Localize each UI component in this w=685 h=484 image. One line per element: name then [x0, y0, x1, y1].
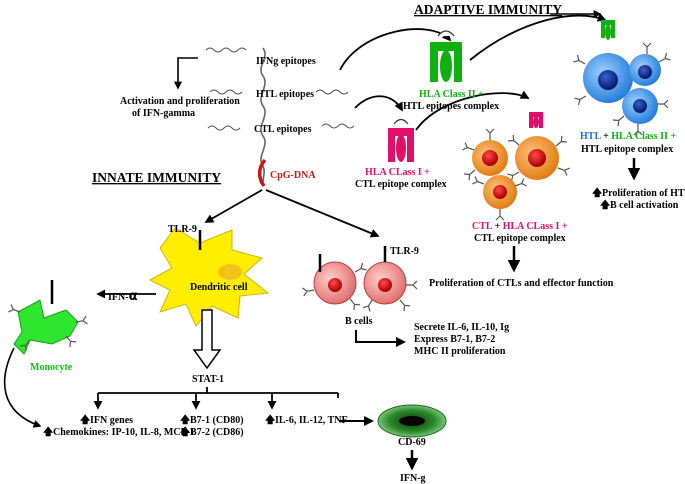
- ctl-bound-hla-icon: [529, 112, 543, 128]
- htl-cell: [612, 88, 669, 136]
- svg-text:HTL + HLA Class II +: HTL + HLA Class II +: [580, 131, 676, 142]
- ifn-alpha-prefix: IFN-: [108, 292, 129, 303]
- ifng-peptide-squiggle-icon: [205, 47, 247, 53]
- ctl-epitopes-label: CTL epitopes: [254, 124, 312, 135]
- bcell-output-3: MHC II proliferation: [414, 346, 506, 357]
- ctl-line1-hla: HLA CLass I +: [503, 221, 568, 232]
- htl-line1-plus: +: [601, 131, 612, 142]
- ifn-gamma-line2: of IFN-gamma: [132, 108, 195, 119]
- up-arrow-icon: 🡅: [600, 199, 611, 211]
- dendritic-cell-label: Dendritic cell: [190, 282, 248, 293]
- htl-peptide-squiggle-icon: [209, 89, 243, 95]
- ifng-label: IFN-g: [400, 473, 426, 484]
- up-arrow-icon: 🡅: [43, 426, 54, 438]
- monocyte-icon: [7, 280, 89, 355]
- stat1-label: STAT-1: [192, 374, 224, 385]
- monocyte-to-outputs-arrow: [3, 347, 42, 428]
- hla-class-ii-complex-icon: [430, 30, 462, 82]
- innate-immunity-heading: INNATE IMMUNITY: [92, 170, 221, 185]
- stat1-hollow-arrow: [192, 309, 222, 370]
- htl-line2: HTL epitope complex: [581, 144, 673, 155]
- b7-1-label: B7-1 (CD80): [190, 415, 244, 426]
- htl-cell-cluster: [572, 20, 672, 136]
- monocyte-label: Monocyte: [30, 362, 73, 373]
- up-arrow-icon: 🡅: [265, 414, 276, 426]
- htl-bound-hla-icon: [601, 20, 615, 40]
- htl-result-2: B cell activation: [610, 200, 679, 211]
- htl-cell: [629, 42, 672, 86]
- bcell-output-2: Express B7-1, B7-2: [414, 334, 495, 345]
- adaptive-immunity-heading: ADAPTIVE IMMUNITY: [414, 2, 562, 17]
- htl-cell: [572, 53, 633, 106]
- htl-line1-hla: HLA Class II +: [611, 131, 676, 142]
- ctl-peptide-right-squiggle-icon: [321, 123, 355, 129]
- htl-result-1: Proliferation of HTLs: [602, 188, 685, 199]
- ifn-alpha-symbol: α: [129, 289, 138, 304]
- up-arrow-icon: 🡅: [180, 414, 191, 426]
- arrow-to-dendritic-cell: [204, 189, 263, 223]
- arrow-to-hla-class-i: [354, 95, 403, 112]
- ctl-cell: [506, 134, 571, 182]
- cd69-cell-icon: [377, 404, 447, 438]
- htl-epitopes-label: HTL epitopes: [256, 89, 314, 100]
- dendritic-cell-icon: [148, 227, 270, 327]
- b-cell-output-arrow: [355, 330, 406, 347]
- svg-text:IFN-α: IFN-α: [108, 289, 138, 304]
- ctl-line1-ctl: CTL: [472, 221, 493, 232]
- hla-class-i-title: HLA CLass I +: [365, 167, 430, 178]
- tlr9-left-label: TLR-9: [168, 224, 197, 235]
- cpg-dna-segment: [257, 158, 267, 188]
- arrow-hla-ii-to-htl: [469, 13, 607, 61]
- htl-peptide-right-squiggle-icon: [315, 89, 349, 95]
- hla-class-i-subtitle: CTL epitope complex: [355, 179, 447, 190]
- b-cell-right: [362, 246, 418, 313]
- ctl-result-text: Proliferation of CTLs and effector funct…: [429, 278, 614, 289]
- b7-2-label: B7-2 (CD86): [190, 427, 244, 438]
- ctl-cell-cluster: [461, 112, 571, 221]
- hla-class-ii-subtitle: HTL epitopes complex: [403, 101, 499, 112]
- hla-class-i-complex-icon: [388, 118, 414, 162]
- ifn-gamma-line1: Activation and proliferation: [120, 96, 240, 107]
- svg-text:CTL + HLA CLass I +: CTL + HLA CLass I +: [472, 221, 568, 232]
- arrow-to-b-cells: [265, 189, 380, 238]
- ctl-peptide-squiggle-icon: [207, 125, 241, 131]
- ctl-cell: [471, 175, 528, 221]
- b-cell-left: [301, 254, 368, 311]
- up-arrow-icon: 🡅: [80, 414, 91, 426]
- arrow-hla-i-to-ctl: [415, 90, 530, 131]
- cd69-label: CD-69: [398, 437, 426, 448]
- chemokines-label: Chemokines: IP-10, IL-8, MCP-1: [53, 427, 195, 438]
- ctl-line2: CTL epitope complex: [474, 233, 566, 244]
- htl-line1-htl: HTL: [580, 131, 601, 142]
- cytokines-label: IL-6, IL-12, TNF: [275, 415, 348, 426]
- hla-class-ii-title: HLA Class II +: [419, 89, 484, 100]
- cpg-dna-label: CpG-DNA: [270, 170, 316, 181]
- b-cells-label: B cells: [345, 316, 373, 327]
- ifn-genes-label: IFN genes: [90, 415, 133, 426]
- ctl-cell: [461, 128, 508, 181]
- up-arrow-icon: 🡅: [592, 187, 603, 199]
- ifn-gamma-arrow: [174, 57, 198, 90]
- up-arrow-icon: 🡅: [180, 426, 191, 438]
- bcell-output-1: Secrete IL-6, IL-10, Ig: [414, 322, 509, 333]
- ctl-line1-plus: +: [492, 221, 503, 232]
- tlr9-right-label: TLR-9: [390, 246, 419, 257]
- vaccine-construct-strand: [260, 47, 266, 187]
- ifng-epitopes-label: IFNg epitopes: [256, 56, 316, 67]
